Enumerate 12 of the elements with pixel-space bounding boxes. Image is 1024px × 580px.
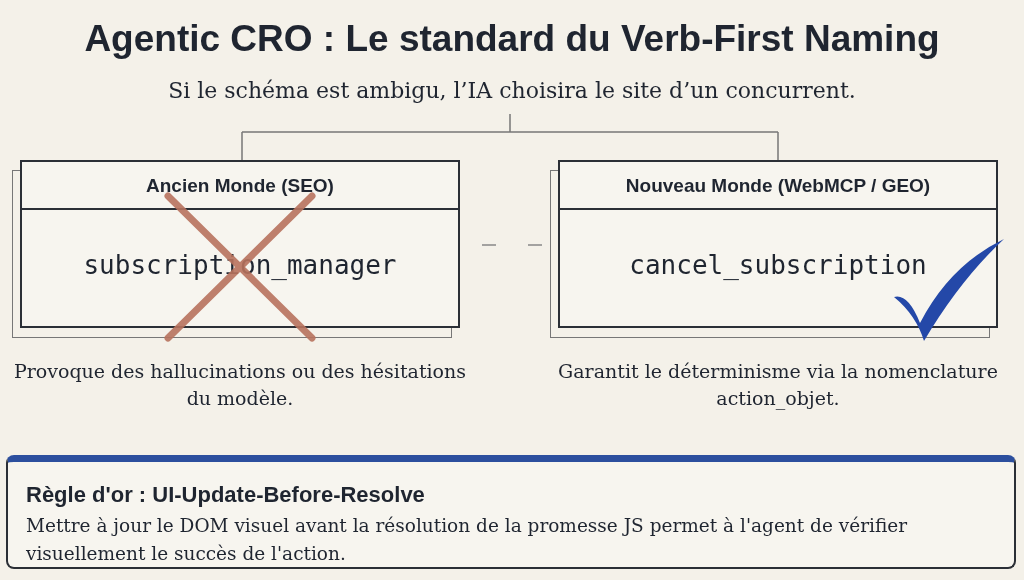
- rule-panel: [6, 455, 1016, 569]
- subtitle: Si le schéma est ambigu, l’IA choisira le site d’un concurrent.: [167, 78, 857, 103]
- comparison-card: [558, 160, 998, 328]
- comparison-card: [20, 160, 460, 328]
- card-caption: Provoque des hallucinations ou des hésitations du modèle.: [12, 359, 468, 411]
- panel-heading: Règle d'or : UI-Update-Before-Resolve: [26, 482, 425, 508]
- code-text: cancel_subscription: [628, 250, 928, 280]
- card-heading: Ancien Monde (SEO): [145, 175, 335, 197]
- card-heading: Nouveau Monde (WebMCP / GEO): [624, 175, 932, 197]
- card-caption: Garantit le déterminisme via la nomenclature action_objet.: [557, 359, 999, 412]
- panel-text: Mettre à jour le DOM visuel avant la résolution de la promesse JS permet à l'agent de vérifier visuellement le succès de l'action.: [26, 514, 909, 566]
- title: Agentic CRO : Le standard du Verb-First Naming: [83, 18, 941, 60]
